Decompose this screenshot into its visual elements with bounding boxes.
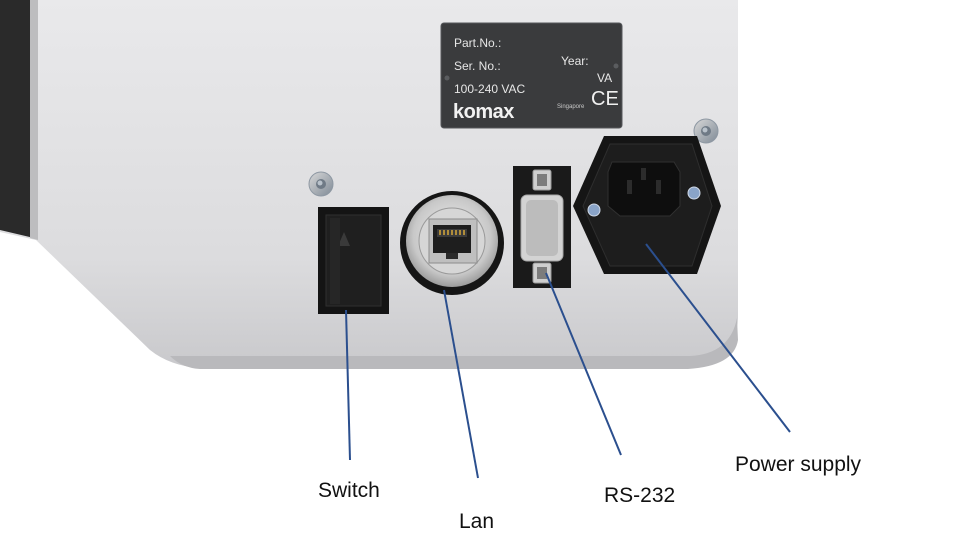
callout-label-lan: Lan [459, 510, 495, 533]
plate-year-label: Year: [561, 54, 589, 68]
leader-line-switch [345, 309, 351, 461]
lan-port [400, 191, 504, 295]
screw-right-icon [693, 118, 719, 144]
plate-va: VA [597, 71, 613, 85]
callout-label-switch: Switch [318, 479, 380, 502]
callout-label-rs232: RS-232 [604, 484, 676, 507]
plate-ser-no-label: Ser. No.: [454, 59, 501, 73]
power-inlet [573, 136, 721, 274]
plate-part-no-label: Part.No.: [454, 36, 502, 50]
leader-lines [345, 243, 791, 479]
rs232-port [513, 166, 571, 288]
plate-brand-logo: komax [453, 101, 514, 123]
ce-mark-icon: CE [591, 88, 619, 110]
screw-left-icon [308, 171, 334, 197]
plate-voltage: 100-240 VAC [454, 82, 526, 96]
leader-line-lan [443, 289, 479, 479]
power-switch [318, 207, 389, 314]
leader-line-rs232 [545, 272, 622, 456]
plate-origin: Singapore [557, 104, 585, 110]
callout-label-power-supply: Power supply [735, 453, 862, 476]
rating-plate [440, 22, 623, 129]
leader-line-power-supply [645, 243, 791, 433]
